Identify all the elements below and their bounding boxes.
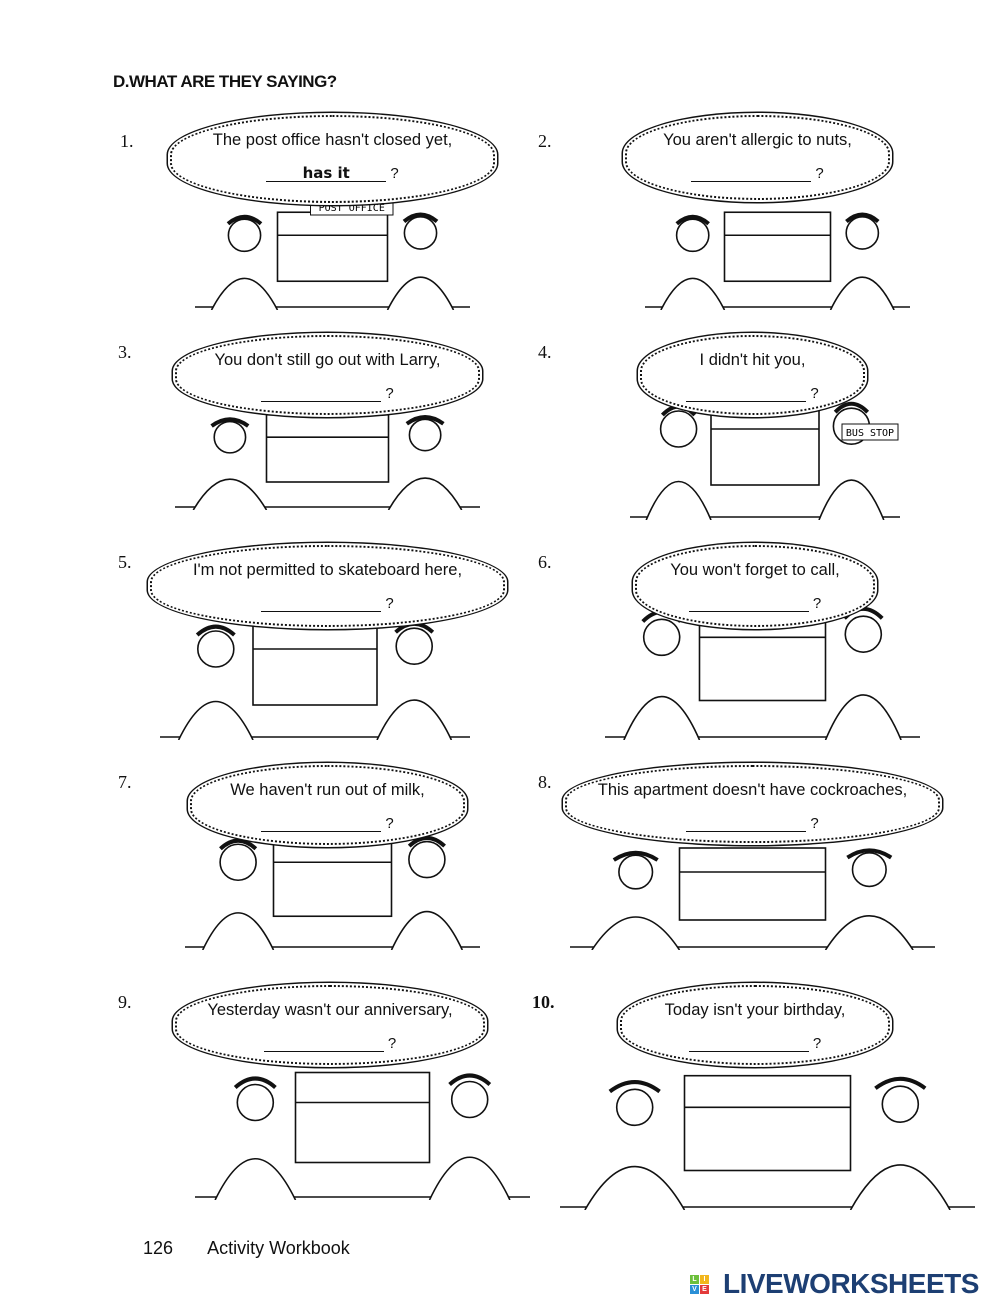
tag-question-answer: ? (688, 594, 822, 612)
speech-bubble: We haven't run out of milk, ? (190, 765, 465, 845)
illustration (195, 1071, 530, 1200)
logo-block: L (690, 1274, 699, 1284)
question-mark: ? (810, 385, 819, 402)
statement-text: You don't still go out with Larry, (214, 351, 441, 369)
logo-blocks-icon: L I V E (690, 1274, 719, 1294)
statement-text: You aren't allergic to nuts, (663, 131, 852, 149)
page-footer: 126 Activity Workbook (143, 1238, 380, 1259)
item-number: 4. (538, 342, 552, 362)
sign-text: BUS STOP (846, 428, 894, 439)
tag-question-answer: ? (261, 814, 394, 832)
section-title: D.WHAT ARE THEY SAYING? (113, 72, 337, 91)
illustration: BUS STOP (630, 400, 900, 520)
tag-question-answer: ? (263, 1034, 397, 1052)
answer-field[interactable] (686, 384, 807, 402)
liveworksheets-logo: L I V E LIVEWORKSHEETS (690, 1268, 979, 1300)
question-mark: ? (810, 815, 819, 832)
answer-field[interactable] (261, 384, 382, 402)
question-mark: ? (387, 1035, 397, 1052)
tag-question-answer: ? (686, 814, 819, 832)
sign-text: POST OFFICE (319, 203, 385, 214)
item-number: 1. (120, 131, 134, 151)
illustration: POST OFFICE (195, 198, 470, 310)
statement-text: The post office hasn't closed yet, (212, 131, 453, 149)
question-mark: ? (385, 385, 394, 402)
statement-text: I'm not permitted to skateboard here, (192, 561, 463, 579)
speech-bubble: I didn't hit you, ? (640, 335, 865, 415)
answer-field[interactable] (688, 594, 809, 612)
illustration (185, 834, 480, 950)
illustration (570, 847, 935, 950)
answer-field[interactable] (688, 1034, 809, 1052)
speech-bubble: You aren't allergic to nuts, ? (625, 115, 890, 200)
logo-block: I (700, 1274, 709, 1284)
question-mark: ? (385, 815, 394, 832)
answer-field[interactable] (691, 164, 812, 182)
tag-question-answer: ? (686, 384, 819, 402)
speech-bubble: You don't still go out with Larry, ? (175, 335, 480, 415)
logo-block: E (700, 1284, 709, 1294)
tag-question-answer: ? (261, 594, 394, 612)
item-number: 10. (532, 992, 555, 1012)
answer-field[interactable]: has it (266, 164, 387, 182)
illustration (560, 1074, 975, 1210)
speech-bubble: The post office hasn't closed yet, has i… (170, 115, 495, 203)
book-title: Activity Workbook (207, 1238, 350, 1258)
speech-bubble: You won't forget to call, ? (635, 545, 875, 627)
illustration (160, 620, 470, 740)
answer-field[interactable] (686, 814, 807, 832)
page-number: 126 (143, 1238, 174, 1258)
speech-bubble: Today isn't your birthday, ? (620, 985, 890, 1065)
answer-field[interactable] (261, 594, 382, 612)
statement-text: You won't forget to call, (670, 561, 840, 579)
question-mark: ? (815, 165, 824, 182)
tag-question-answer: has it ? (266, 164, 399, 182)
question-mark: ? (390, 165, 399, 182)
question-mark: ? (812, 1035, 822, 1052)
answer-field[interactable] (263, 1034, 384, 1052)
speech-bubble: Yesterday wasn't our anniversary, ? (175, 985, 485, 1065)
item-number: 9. (118, 992, 132, 1012)
item-number: 8. (538, 772, 552, 792)
illustration (605, 604, 920, 740)
statement-text: Yesterday wasn't our anniversary, (207, 1001, 453, 1019)
tag-question-answer: ? (691, 164, 824, 182)
statement-text: We haven't run out of milk, (230, 781, 425, 799)
tag-question-answer: ? (261, 384, 394, 402)
illustration (175, 413, 480, 510)
statement-text: Today isn't your birthday, (664, 1001, 846, 1019)
tag-question-answer: ? (688, 1034, 822, 1052)
item-number: 2. (538, 131, 552, 151)
illustration (645, 211, 910, 310)
item-number: 7. (118, 772, 132, 792)
statement-text: I didn't hit you, (699, 351, 806, 369)
speech-bubble: This apartment doesn't have cockroaches,… (565, 765, 940, 843)
logo-block: V (690, 1284, 699, 1294)
logo-text: LIVEWORKSHEETS (723, 1268, 979, 1299)
answer-field[interactable] (261, 814, 382, 832)
speech-bubble: I'm not permitted to skateboard here, ? (150, 545, 505, 627)
item-number: 6. (538, 552, 552, 572)
question-mark: ? (812, 595, 822, 612)
item-number: 3. (118, 342, 132, 362)
statement-text: This apartment doesn't have cockroaches, (597, 781, 908, 799)
item-number: 5. (118, 552, 132, 572)
question-mark: ? (385, 595, 394, 612)
